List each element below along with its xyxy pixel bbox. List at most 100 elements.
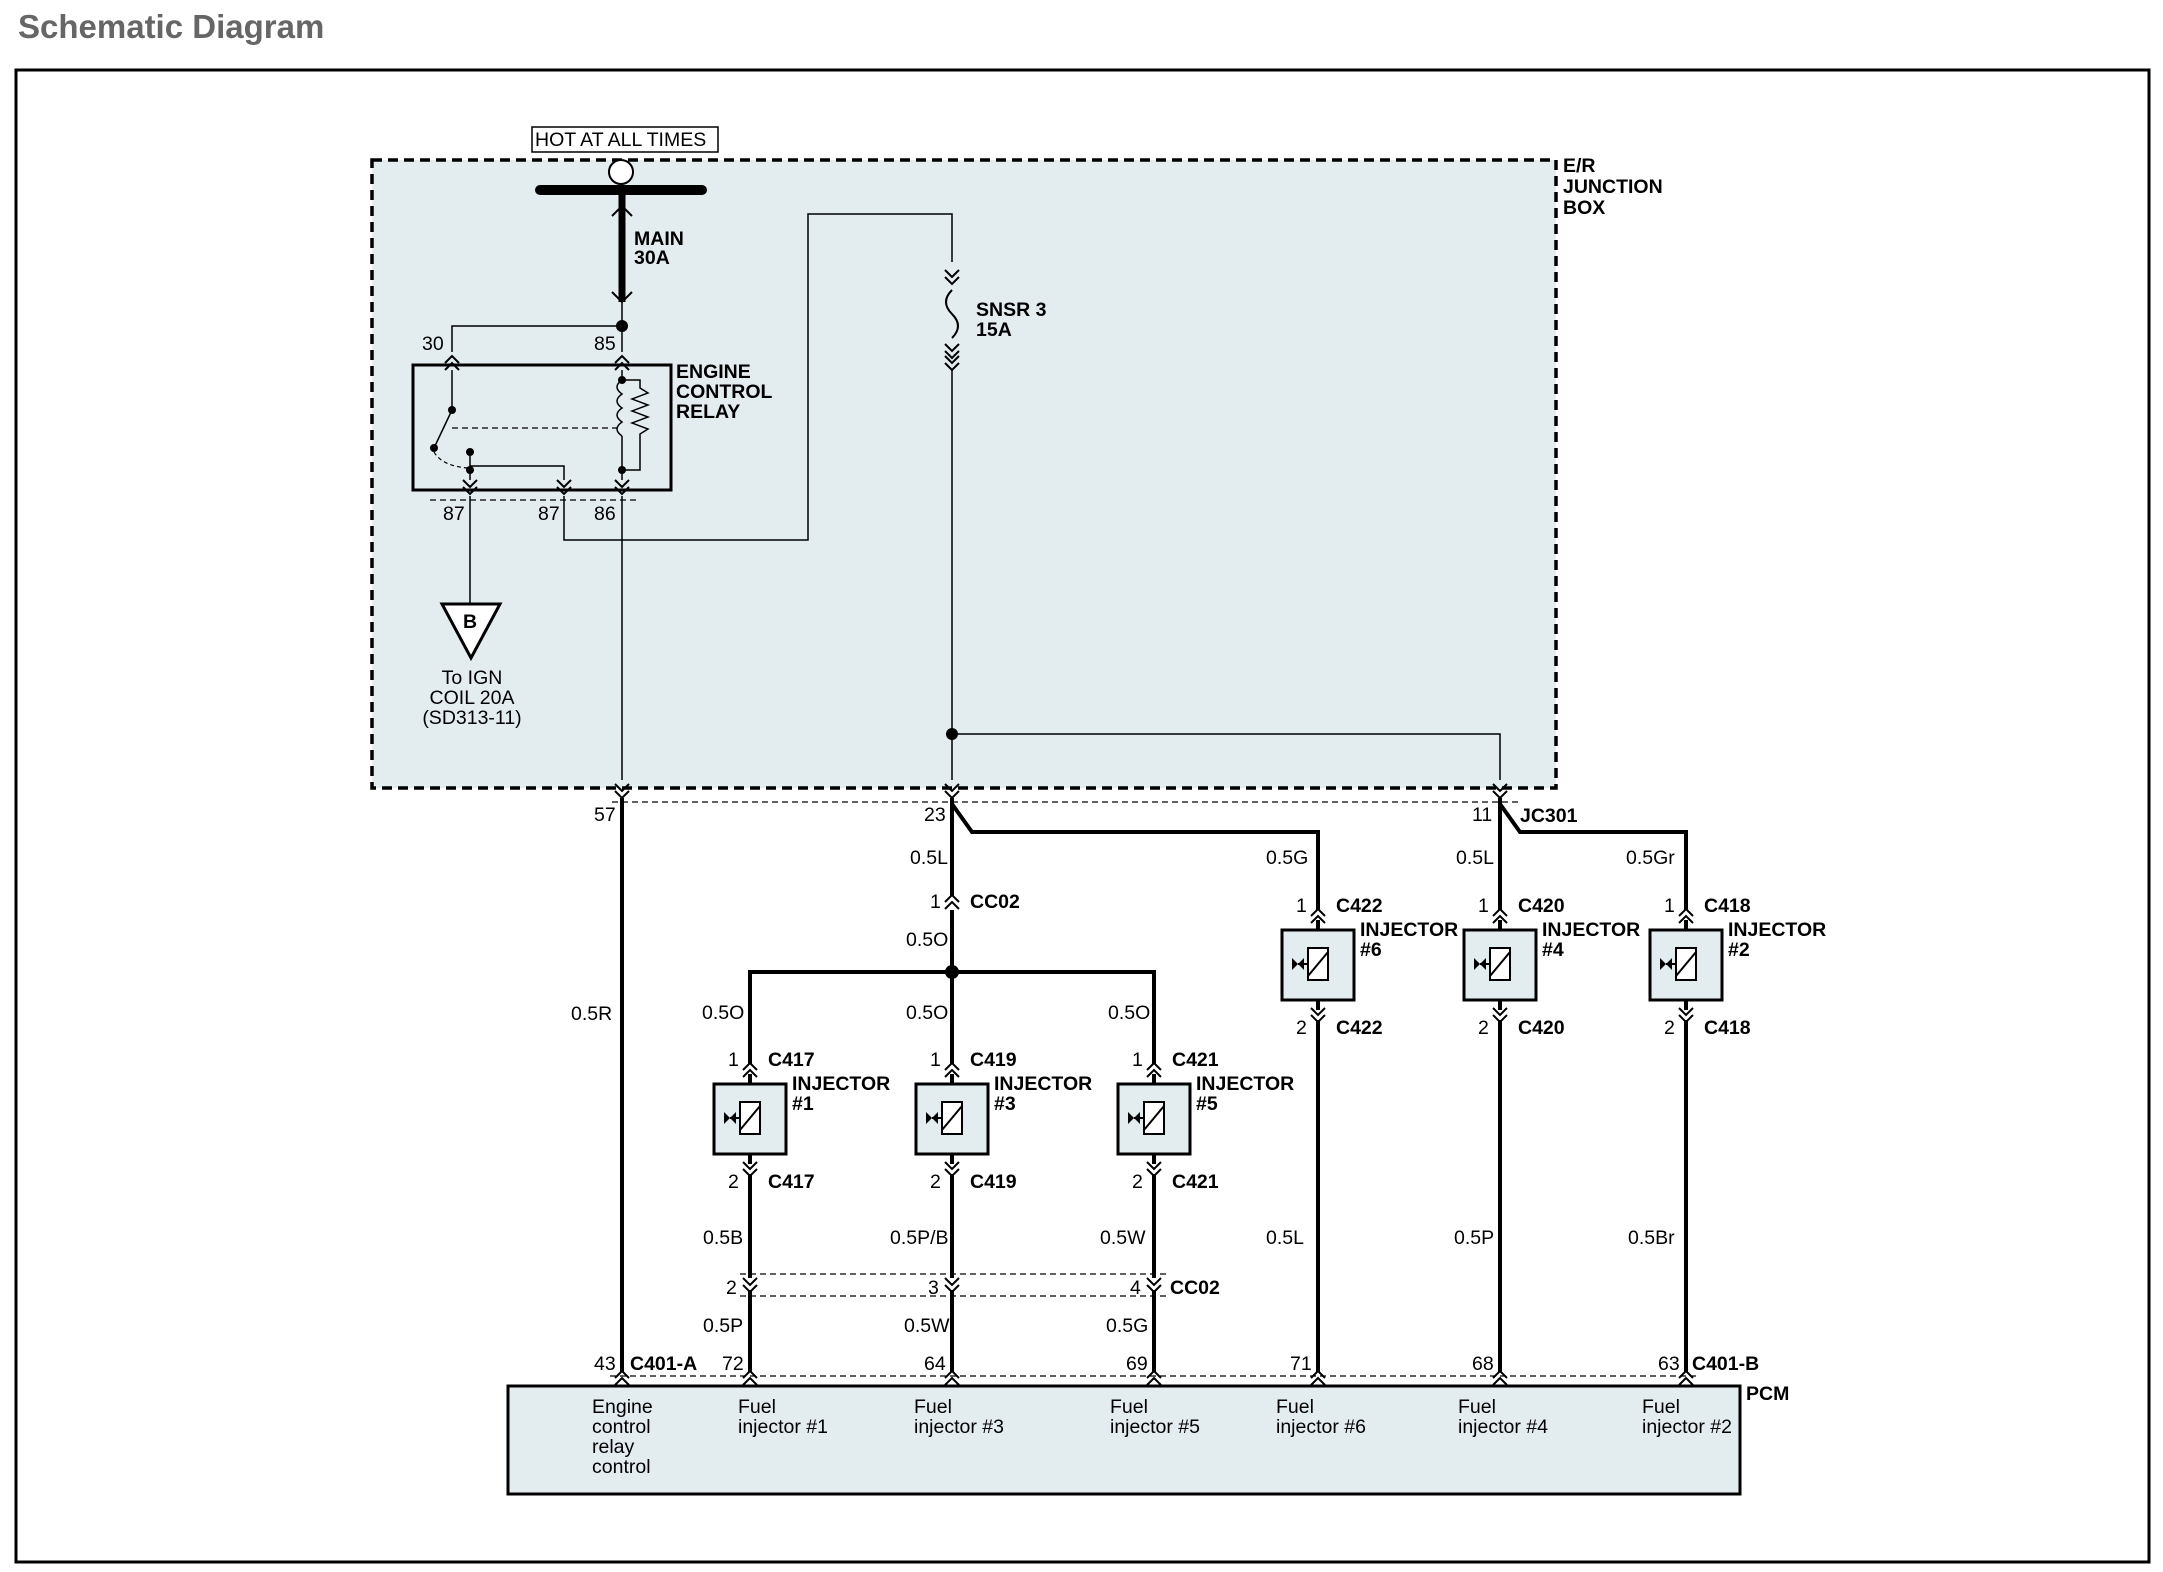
wire-05B: 0.5B — [703, 1227, 743, 1249]
wire-05O-1: 0.5O — [702, 1002, 744, 1024]
relay-pin-87a: 87 — [443, 503, 465, 525]
wire-05L-b: 0.5L — [1456, 847, 1494, 869]
injector-name-label: INJECTOR — [1542, 919, 1640, 941]
connector-label: C420 — [1518, 1017, 1565, 1039]
connector-label: C419 — [970, 1171, 1017, 1193]
pcm-pin: 71 — [1290, 1353, 1312, 1375]
pcm-terminal-label: Fuel — [914, 1396, 952, 1418]
wire-05Gr: 0.5Gr — [1626, 847, 1675, 869]
connector-label: C418 — [1704, 1017, 1751, 1039]
jb-pin-23: 23 — [924, 804, 946, 826]
pcm-terminal-label: Fuel — [1276, 1396, 1314, 1418]
cc02-bot-label: CC02 — [1170, 1277, 1220, 1299]
pcm-label: PCM — [1746, 1383, 1789, 1405]
cc02-bot-pin-3: 3 — [928, 1277, 939, 1299]
connector-label: C422 — [1336, 895, 1383, 917]
wire-05L-a: 0.5L — [910, 847, 948, 869]
page-title: Schematic Diagram — [18, 8, 325, 45]
connector-pin: 1 — [1478, 895, 1489, 917]
power-terminal-icon — [608, 159, 634, 185]
injector-number-label: #6 — [1360, 939, 1382, 961]
connector-pin: 2 — [1296, 1017, 1307, 1039]
pcm-pin: 43 — [594, 1353, 616, 1375]
connector-label: C420 — [1518, 895, 1565, 917]
snsr-fuse-label-1: SNSR 3 — [976, 299, 1047, 321]
wire-05O-3: 0.5O — [906, 1002, 948, 1024]
connector-label: C418 — [1704, 895, 1751, 917]
hot-label-box — [531, 126, 719, 153]
cc02-top-label: CC02 — [970, 891, 1020, 913]
injector-name-label: INJECTOR — [1360, 919, 1458, 941]
pcm-terminal-label: Fuel — [738, 1396, 776, 1418]
wire-05PB: 0.5P/B — [890, 1227, 949, 1249]
connector-pin: 1 — [728, 1049, 739, 1071]
pcm-pin: 64 — [924, 1353, 946, 1375]
connector-pin: 2 — [930, 1171, 941, 1193]
pcm-terminal-label: Engine — [592, 1396, 653, 1418]
pcm-box — [506, 1384, 1742, 1496]
relay-label-2: CONTROL — [676, 381, 772, 403]
connector-label: C421 — [1172, 1171, 1219, 1193]
injector-number-label: #3 — [994, 1093, 1016, 1115]
ref-b-text-3: (SD313-11) — [422, 707, 521, 729]
injector-number-label: #2 — [1728, 939, 1750, 961]
relay-pin-85: 85 — [594, 333, 616, 355]
injector-name-label: INJECTOR — [792, 1073, 890, 1095]
wire-05P-low: 0.5P — [703, 1315, 743, 1337]
connector-label: C419 — [970, 1049, 1017, 1071]
conn-c401b: C401-B — [1692, 1353, 1759, 1375]
relay-label-3: RELAY — [676, 401, 740, 423]
outer-frame — [14, 68, 2151, 1564]
pcm-terminal-label: injector #1 — [738, 1416, 828, 1438]
injector-number-label: #5 — [1196, 1093, 1218, 1115]
hot-label: HOT AT ALL TIMES — [535, 129, 706, 151]
ref-b-text-2: COIL 20A — [430, 687, 515, 709]
cc02-bot-pin-4: 4 — [1130, 1277, 1141, 1299]
jb-pin-57: 57 — [594, 804, 616, 826]
pcm-terminal-label: relay — [592, 1436, 635, 1458]
connector-label: C417 — [768, 1171, 815, 1193]
pcm-terminal-label: injector #2 — [1642, 1416, 1732, 1438]
connector-label: C422 — [1336, 1017, 1383, 1039]
injector-name-label: INJECTOR — [1196, 1073, 1294, 1095]
pcm-terminal-label: Fuel — [1642, 1396, 1680, 1418]
relay-pin-30: 30 — [422, 333, 444, 355]
connector-pin: 1 — [1664, 895, 1675, 917]
ref-b-text-1: To IGN — [442, 667, 503, 689]
relay-pin-86: 86 — [594, 503, 616, 525]
wire-05P: 0.5P — [1454, 1227, 1494, 1249]
injector-name-label: INJECTOR — [1728, 919, 1826, 941]
connector-pin: 2 — [1478, 1017, 1489, 1039]
injector-name-label: INJECTOR — [994, 1073, 1092, 1095]
pcm-pin: 69 — [1126, 1353, 1148, 1375]
injector-number-label: #1 — [792, 1093, 814, 1115]
wire-05Br: 0.5Br — [1628, 1227, 1675, 1249]
pcm-terminal-label: injector #3 — [914, 1416, 1004, 1438]
pcm-terminal-label: injector #6 — [1276, 1416, 1366, 1438]
connector-pin: 2 — [1664, 1017, 1675, 1039]
main-fuse-label-2: 30A — [634, 247, 670, 269]
pcm-pin: 72 — [722, 1353, 744, 1375]
ref-b-triangle — [439, 602, 503, 662]
wire-05R: 0.5R — [571, 1003, 612, 1025]
connector-label: C417 — [768, 1049, 815, 1071]
junction-box-label-3: BOX — [1563, 197, 1605, 219]
main-fuse-label-1: MAIN — [634, 228, 684, 250]
pcm-pin: 68 — [1472, 1353, 1494, 1375]
wire-05O-5: 0.5O — [1108, 1002, 1150, 1024]
pcm-terminal-label: control — [592, 1416, 651, 1438]
connector-pin: 1 — [1296, 895, 1307, 917]
snsr-fuse-label-2: 15A — [976, 319, 1012, 341]
wire-05G: 0.5G — [1266, 847, 1308, 869]
jb-pin-11: 11 — [1472, 804, 1492, 826]
relay-pin-87b: 87 — [538, 503, 560, 525]
cc02-top-pin: 1 — [930, 891, 941, 913]
connector-label: C421 — [1172, 1049, 1219, 1071]
